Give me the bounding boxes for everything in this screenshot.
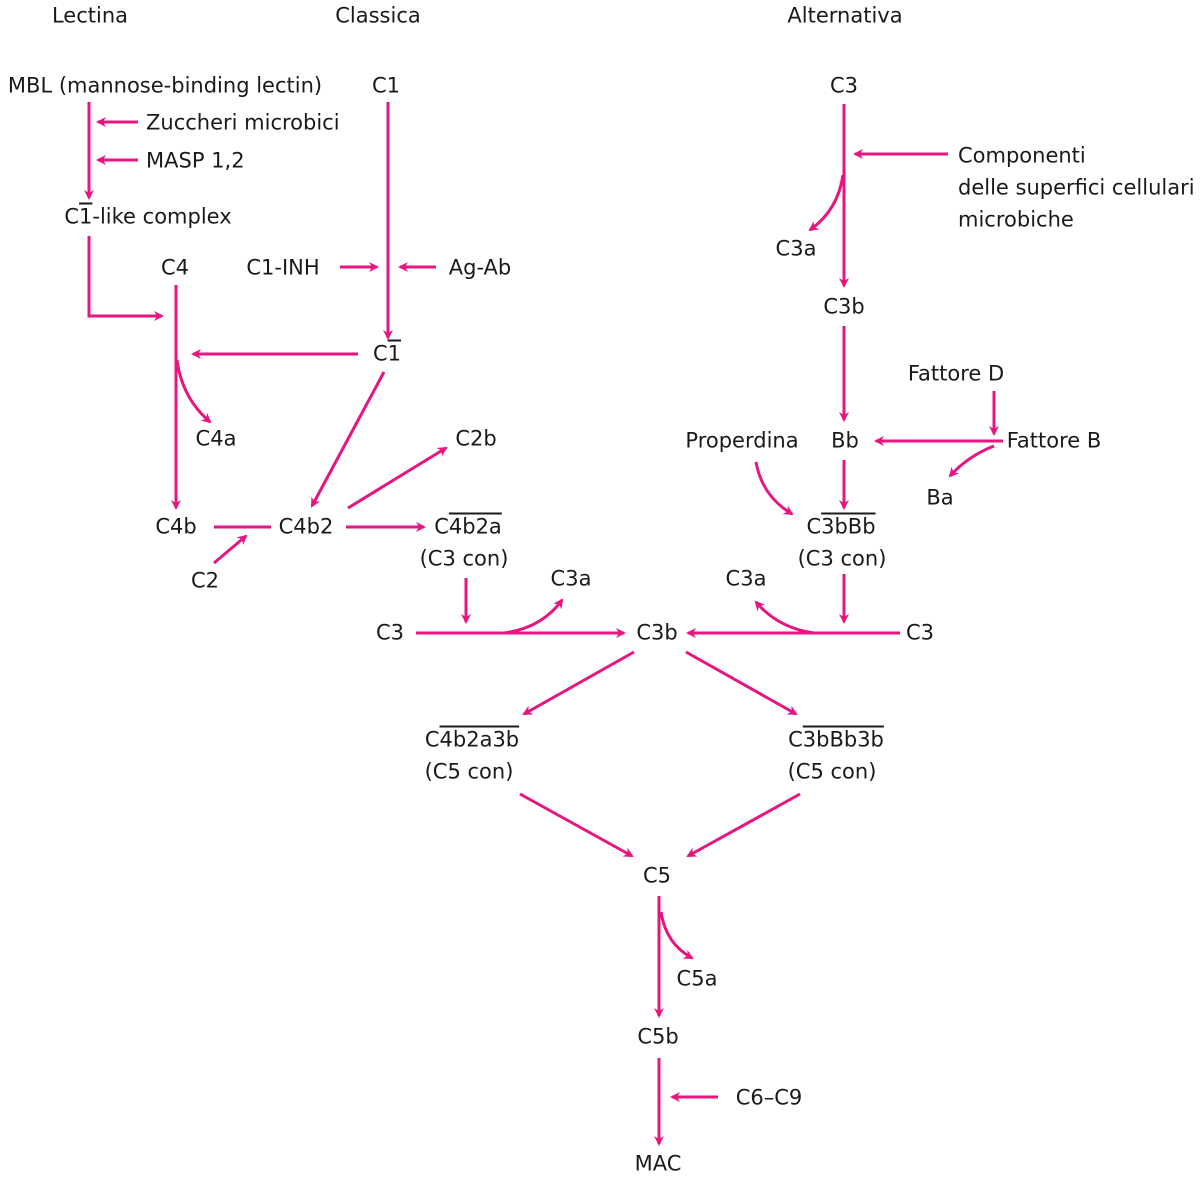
- arrow-c1like-to-c4: [87, 236, 164, 321]
- label-components-line-3: microbiche: [958, 207, 1074, 232]
- label-c3b-central: C3b: [636, 620, 678, 645]
- label-c3a-alternative: C3a: [725, 566, 767, 591]
- header-classical: Classica: [335, 3, 421, 28]
- label-classical-c5-convertase: C4b2a3b: [424, 727, 520, 752]
- label-bb: Bb: [831, 428, 859, 453]
- label-components-line-1: Componenti: [958, 143, 1086, 168]
- label-classical-c3-convertase-note: (C3 con): [419, 546, 509, 571]
- label-c2: C2: [190, 568, 220, 593]
- label-c1-like-complex: C1-like complex: [64, 204, 232, 229]
- label-c4: C4: [160, 255, 190, 280]
- label-c6-c9: C6–C9: [735, 1085, 803, 1110]
- arrow-c3a-right-branch: [754, 600, 815, 635]
- label-c3-classical-input: C3: [375, 620, 405, 645]
- label-c1-inh: C1-INH: [246, 255, 320, 280]
- label-microbial-sugars: Zuccheri microbici: [146, 110, 340, 135]
- arrow-c1bar-to-c4b2: [310, 371, 386, 508]
- arrow-properdin: [754, 461, 794, 516]
- arrow-c3b-to-c5conv-right: [685, 650, 798, 716]
- label-mbl: MBL (mannose-binding lectin): [7, 73, 323, 98]
- label-alternative-c5-convertase-note: (C5 con): [787, 759, 877, 784]
- arrow-c5conv-left-to-c5: [519, 792, 634, 858]
- arrow-c3a-top-branch: [808, 174, 845, 232]
- label-c5b: C5b: [637, 1024, 679, 1049]
- label-components-line-2: delle superfici cellulari: [958, 175, 1195, 200]
- label-mac: MAC: [634, 1151, 682, 1176]
- label-alternative-c5-convertase: C3bBb3b: [788, 727, 884, 752]
- label-c4a: C4a: [195, 426, 237, 451]
- label-c3a-classical: C3a: [550, 566, 592, 591]
- arrow-c4b2-to-c2b: [347, 446, 448, 510]
- label-c2b: C2b: [455, 426, 497, 451]
- label-c4b: C4b: [155, 514, 197, 539]
- label-c3b-alternative: C3b: [823, 294, 865, 319]
- label-classical-c5-convertase-note: (C5 con): [424, 759, 514, 784]
- label-factor-d: Fattore D: [907, 361, 1005, 386]
- header-lectin: Lectina: [51, 3, 129, 28]
- label-c3a-alternative-top: C3a: [775, 236, 817, 261]
- label-c1: C1: [371, 73, 401, 98]
- label-ag-ab: Ag-Ab: [448, 255, 512, 280]
- arrow-factor-b-to-ba: [948, 444, 995, 478]
- label-c4b2: C4b2: [278, 514, 334, 539]
- arrow-c2-to-c4b2: [213, 534, 248, 565]
- header-alternative: Alternativa: [787, 3, 903, 28]
- label-c5a: C5a: [676, 966, 718, 991]
- label-alternative-c3-convertase-note: (C3 con): [797, 546, 887, 571]
- label-properdin: Properdina: [685, 428, 799, 453]
- arrow-c4-to-c4a: [175, 359, 212, 424]
- label-c3-alternative-input: C3: [905, 620, 935, 645]
- label-ba: Ba: [926, 485, 954, 510]
- arrow-c5-to-c5a: [659, 911, 694, 960]
- label-alternative-c3-convertase: C3bBb: [806, 514, 876, 539]
- arrow-c3a-left-branch: [503, 598, 564, 635]
- arrow-c5conv-right-to-c5: [686, 792, 801, 858]
- label-classical-c3-convertase: C4b2a: [434, 514, 502, 539]
- label-c1-activated: C1: [372, 341, 402, 366]
- arrow-c3b-to-c5conv-left: [522, 650, 635, 716]
- label-c5: C5: [642, 863, 672, 888]
- label-factor-b: Fattore B: [1006, 428, 1102, 453]
- label-masp: MASP 1,2: [146, 148, 245, 173]
- label-c3-alternative-top: C3: [829, 73, 859, 98]
